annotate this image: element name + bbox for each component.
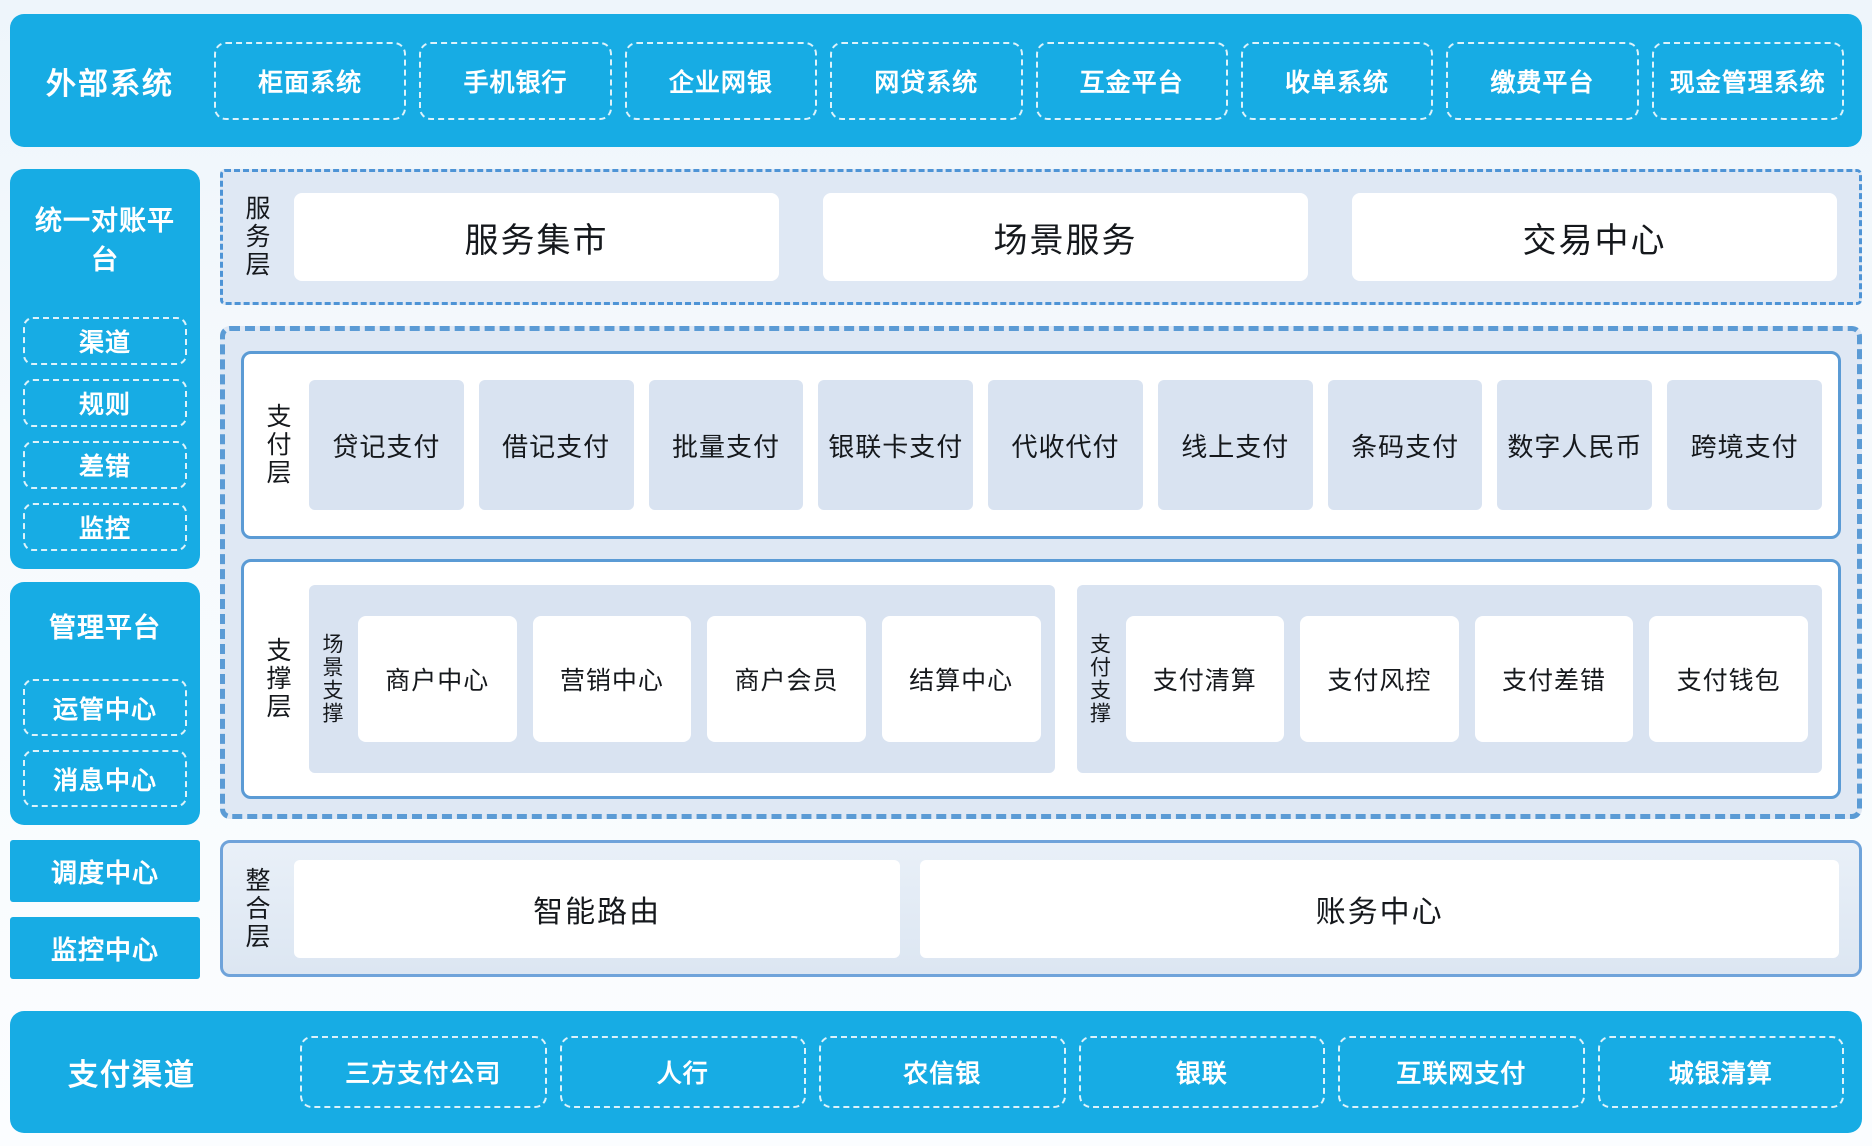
node-scheduling-center: 调度中心 (10, 840, 200, 902)
node-marketing-center: 营销中心 (532, 616, 692, 742)
node-bill-payment-platform: 缴费平台 (1446, 41, 1639, 120)
node-crossborder-payment: 跨境支付 (1667, 380, 1823, 510)
integration-layer: 整合层 智能路由 账务中心 (220, 840, 1862, 977)
node-collection-payment: 代收代付 (988, 380, 1143, 510)
node-payment-clearing: 支付清算 (1125, 616, 1285, 742)
node-rules: 规则 (23, 379, 187, 427)
node-payment-discrepancy: 支付差错 (1474, 616, 1634, 742)
scenario-support-label: 场景支撑 (320, 633, 343, 725)
payment-layer-label: 支付层 (263, 403, 291, 487)
node-trading-center: 交易中心 (1352, 193, 1837, 281)
node-batch-payment: 批量支付 (648, 380, 804, 510)
node-cash-management-system: 现金管理系统 (1651, 41, 1844, 120)
node-barcode-payment: 条码支付 (1327, 380, 1483, 510)
node-service-market: 服务集市 (294, 193, 779, 281)
payment-channels-items: 三方支付公司 人行 农信银 银联 互联网支付 城银清算 (300, 1036, 1844, 1108)
node-settlement-center: 结算中心 (881, 616, 1041, 742)
external-systems-bar: 外部系统 柜面系统 手机银行 企业网银 网贷系统 互金平台 收单系统 缴费平台 … (10, 14, 1862, 147)
external-systems-title: 外部系统 (46, 67, 174, 101)
node-internet-payment: 互联网支付 (1338, 1036, 1585, 1108)
payment-layer: 支付层 贷记支付 借记支付 批量支付 银联卡支付 代收代付 线上支付 条码支付 … (241, 351, 1841, 539)
node-internet-finance-platform: 互金平台 (1035, 41, 1228, 120)
payment-support-group: 支付支撑 支付清算 支付风控 支付差错 支付钱包 (1076, 585, 1822, 773)
external-systems-items: 柜面系统 手机银行 企业网银 网贷系统 互金平台 收单系统 缴费平台 现金管理系… (214, 41, 1844, 120)
content-row: 统一对账平台 渠道 规则 差错 监控 管理平台 运管中心 消息中心 调度中心 监… (10, 169, 1862, 979)
node-third-party-payment-company: 三方支付公司 (300, 1036, 547, 1108)
payment-support-wrapper: 支付层 贷记支付 借记支付 批量支付 银联卡支付 代收代付 线上支付 条码支付 … (220, 326, 1862, 819)
node-payment-risk-control: 支付风控 (1300, 616, 1459, 742)
node-payment-wallet: 支付钱包 (1649, 616, 1808, 742)
node-unionpay: 银联 (1078, 1036, 1325, 1108)
node-credit-payment: 贷记支付 (309, 380, 464, 510)
node-debit-payment: 借记支付 (478, 380, 634, 510)
node-mobile-banking: 手机银行 (419, 41, 612, 120)
node-counter-system: 柜面系统 (214, 41, 407, 120)
node-digital-rmb: 数字人民币 (1497, 380, 1653, 510)
node-monitoring: 监控 (23, 503, 187, 551)
node-merchant-membership: 商户会员 (707, 616, 866, 742)
node-online-lending-system: 网贷系统 (830, 41, 1023, 120)
management-platform-block: 管理平台 运管中心 消息中心 (10, 582, 200, 825)
node-acquiring-system: 收单系统 (1240, 41, 1434, 120)
payment-layer-items: 贷记支付 借记支付 批量支付 银联卡支付 代收代付 线上支付 条码支付 数字人民… (309, 380, 1823, 510)
payment-channels-title: 支付渠道 (68, 1059, 196, 1092)
support-layer-groups: 场景支撑 商户中心 营销中心 商户会员 结算中心 支付支撑 支付清算 支付风控 … (309, 585, 1822, 773)
reconciliation-platform-block: 统一对账平台 渠道 规则 差错 监控 (10, 169, 200, 569)
service-layer-label: 服务层 (242, 195, 270, 279)
payment-channels-bar: 支付渠道 三方支付公司 人行 农信银 银联 互联网支付 城银清算 (10, 1011, 1862, 1133)
sidebar: 统一对账平台 渠道 规则 差错 监控 管理平台 运管中心 消息中心 调度中心 监… (10, 169, 200, 979)
node-smart-routing: 智能路由 (294, 859, 901, 958)
support-layer: 支撑层 场景支撑 商户中心 营销中心 商户会员 结算中心 支付支撑 支付清算 (241, 559, 1841, 799)
payment-support-label: 支付支撑 (1087, 633, 1111, 725)
node-city-bank-clearing: 城银清算 (1597, 1036, 1844, 1108)
node-message-center: 消息中心 (23, 750, 187, 807)
node-pboc: 人行 (559, 1036, 806, 1108)
service-layer: 服务层 服务集市 场景服务 交易中心 (220, 169, 1862, 305)
node-scenario-service: 场景服务 (823, 193, 1308, 281)
service-layer-items: 服务集市 场景服务 交易中心 (294, 193, 1837, 281)
node-accounting-center: 账务中心 (920, 859, 1839, 958)
node-corporate-ebanking: 企业网银 (624, 41, 818, 120)
scenario-support-group: 场景支撑 商户中心 营销中心 商户会员 结算中心 (309, 585, 1055, 773)
integration-layer-label: 整合层 (242, 866, 270, 951)
node-channel: 渠道 (23, 317, 187, 365)
node-rural-credit-bank: 农信银 (819, 1036, 1066, 1108)
management-platform-title: 管理平台 (49, 613, 161, 643)
integration-layer-items: 智能路由 账务中心 (294, 859, 1839, 958)
node-discrepancy: 差错 (23, 441, 187, 489)
node-operation-center: 运管中心 (23, 679, 187, 736)
node-unionpay-card-payment: 银联卡支付 (818, 380, 974, 510)
reconciliation-platform-title: 统一对账平台 (35, 206, 175, 275)
node-online-payment: 线上支付 (1157, 380, 1313, 510)
support-layer-label: 支撑层 (263, 637, 291, 721)
main-layers: 服务层 服务集市 场景服务 交易中心 支付层 贷记支付 借记支付 批量支付 银联… (220, 169, 1862, 979)
node-merchant-center: 商户中心 (358, 616, 517, 742)
node-monitoring-center: 监控中心 (10, 917, 200, 979)
